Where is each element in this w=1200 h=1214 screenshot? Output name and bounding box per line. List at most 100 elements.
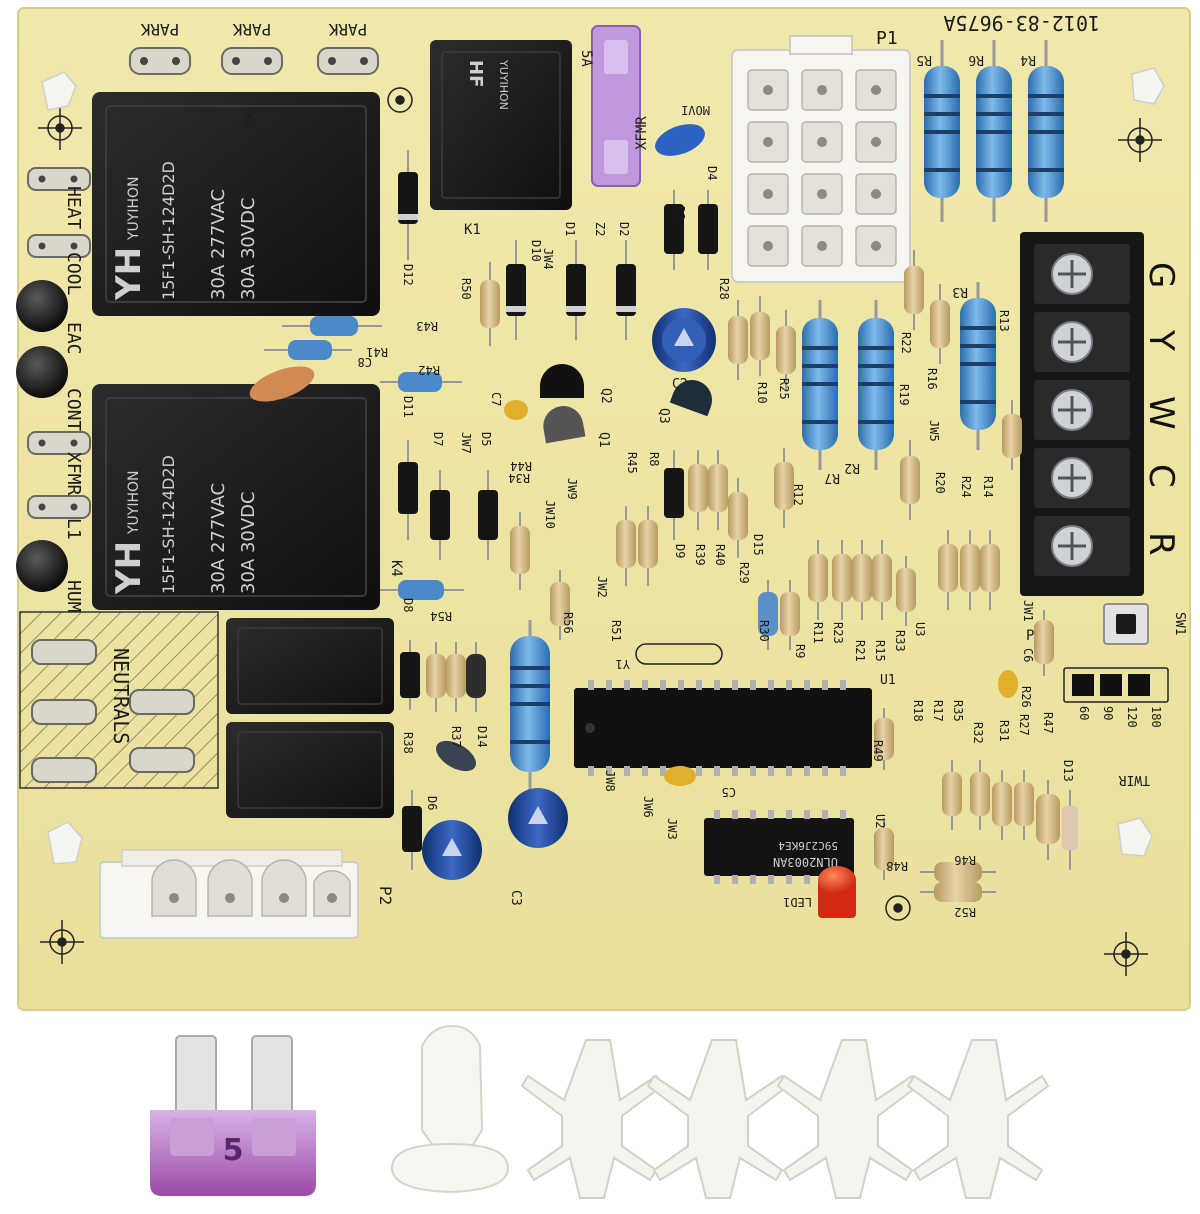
label-y1: Y1: [616, 657, 630, 671]
terminal-g: G: [1141, 262, 1181, 288]
label-k1: K1: [464, 222, 481, 238]
label-d11: D11: [401, 396, 415, 418]
label-d2: D2: [617, 222, 631, 236]
jumper-p4: P4 60 90 120 180 TWIR: [1026, 628, 1169, 787]
label-d5: D5: [479, 432, 493, 446]
park-terminals: PARK PARK PARK: [129, 20, 379, 75]
transistors: Q2 Q3 Q1: [540, 364, 712, 448]
label-l1: L1: [63, 518, 84, 540]
label-r25: R25: [777, 378, 791, 400]
label-k5: K5: [240, 112, 256, 129]
label-jw4: JW4: [541, 248, 555, 270]
terminal-r: R: [1141, 532, 1181, 556]
label-k4: K4: [388, 560, 404, 577]
label-r39: R39: [693, 544, 707, 566]
crystal-y1: Y1: [616, 643, 723, 671]
silkscreen-labels: R43 R41 R42 R50 D10 D1 Z2 D2 D3 D4 R28 D…: [366, 166, 1075, 919]
label-u3: U3: [913, 622, 927, 636]
label-d8: D8: [401, 598, 415, 612]
mov-cap: [655, 124, 705, 156]
label-jw1: JW1: [1021, 600, 1035, 622]
label-r27: R27: [1017, 714, 1031, 736]
left-terminals: [16, 167, 91, 592]
power-resistor-labels: R5 R6 R4 R3 R2 R7: [824, 52, 1036, 485]
relay-k4: YH YUYIHON 15F1-SH-124D2D 30A 277VAC 30A…: [92, 384, 404, 610]
label-r56: R56: [561, 612, 575, 634]
label-jw10: JW10: [543, 500, 557, 529]
led-indicator: LED1: [783, 866, 856, 918]
part-number: 1012-83-9675A: [943, 11, 1100, 35]
connector-p1: P1: [731, 28, 911, 283]
label-r26: R26: [1019, 686, 1033, 708]
accessory-standoff-push: [390, 1024, 510, 1194]
label-r5: R5: [916, 52, 932, 67]
terminal-c: C: [1141, 464, 1181, 488]
cont-bulb: [16, 346, 68, 398]
label-jw2: JW2: [595, 576, 609, 598]
label-c7: C7: [489, 392, 503, 406]
label-r35: R35: [951, 700, 965, 722]
relay-k5-model: 15F1-SH-124D2D: [159, 161, 178, 300]
label-r48: R48: [886, 859, 908, 873]
relay-k5-rating-dc: 30A 30VDC: [238, 197, 259, 300]
label-d7: D7: [431, 432, 445, 446]
accessory-standoff-2: [646, 1039, 790, 1199]
accessory-fuse-rating: 5: [223, 1133, 244, 1168]
accessory-standoff-3: [776, 1039, 920, 1199]
relay-k5-brand: YH: [109, 247, 149, 301]
relay-k4-maker: YUYIHON: [126, 471, 142, 536]
label-r49: R49: [871, 740, 885, 762]
label-r10: R10: [755, 382, 769, 404]
label-r38: R38: [401, 732, 415, 754]
label-jw5: JW5: [927, 420, 941, 442]
label-p2: P2: [376, 886, 395, 905]
label-r47: R47: [1041, 712, 1055, 734]
terminal-w: W: [1141, 396, 1181, 430]
label-hum: HUM: [63, 580, 84, 613]
label-r32: R32: [971, 722, 985, 744]
label-cool: COOL: [63, 252, 84, 296]
label-r45: R45: [625, 452, 639, 474]
relay-k4-rating-dc: 30A 30VDC: [238, 491, 259, 594]
label-r52: R52: [954, 905, 976, 919]
label-r51: R51: [609, 620, 623, 642]
label-r54: R54: [430, 609, 452, 623]
park-label-2: PARK: [232, 20, 271, 39]
label-d12: D12: [401, 264, 415, 286]
terminal-y: Y: [1141, 329, 1181, 351]
park-label-3: PARK: [328, 20, 367, 39]
movi-label: MOVI: [681, 103, 710, 117]
label-r37: R37: [449, 726, 463, 748]
power-resistors: [510, 40, 1064, 790]
relay-k5: YH YUYIHON 15F1-SH-124D2D 30A 277VAC 30A…: [92, 92, 380, 316]
relay-k5-rating-ac: 30A 277VAC: [208, 189, 229, 300]
label-c5: C5: [722, 785, 736, 799]
terminal-block: G Y W C R: [1020, 232, 1181, 596]
label-q3: Q3: [656, 408, 671, 424]
label-r33: R33: [893, 630, 907, 652]
relay-k1-brand: HF: [465, 60, 486, 87]
label-neutrals: NEUTRALS: [109, 648, 133, 744]
neutrals-area: NEUTRALS: [19, 611, 219, 789]
relay-k4-model: 15F1-SH-124D2D: [159, 455, 178, 594]
label-u1: U1: [880, 673, 896, 688]
label-r23: R23: [831, 622, 845, 644]
label-r46: R46: [954, 853, 976, 867]
relay-small-2: [226, 722, 394, 818]
label-d15: D15: [751, 534, 765, 556]
label-r13: R13: [997, 310, 1011, 332]
mounting-holes: [38, 87, 1162, 976]
accessory-standoff-1: [520, 1039, 664, 1199]
label-r30: R30: [757, 620, 771, 642]
label-p1: P1: [876, 28, 898, 49]
accessory-standoff-4: [906, 1039, 1050, 1199]
board-standoffs: [41, 67, 1165, 865]
relay-k5-maker: YUYIHON: [126, 177, 142, 242]
jumper-120: 120: [1125, 706, 1139, 728]
label-led1: LED1: [783, 895, 812, 909]
relay-small-1: [226, 618, 394, 714]
jumper-180: 180: [1149, 706, 1163, 728]
label-cont: CONT: [63, 388, 84, 432]
left-labels: HEAT COOL EAC CONT XFMR L1 HUM: [63, 186, 84, 613]
connector-p2: P2: [99, 849, 395, 939]
